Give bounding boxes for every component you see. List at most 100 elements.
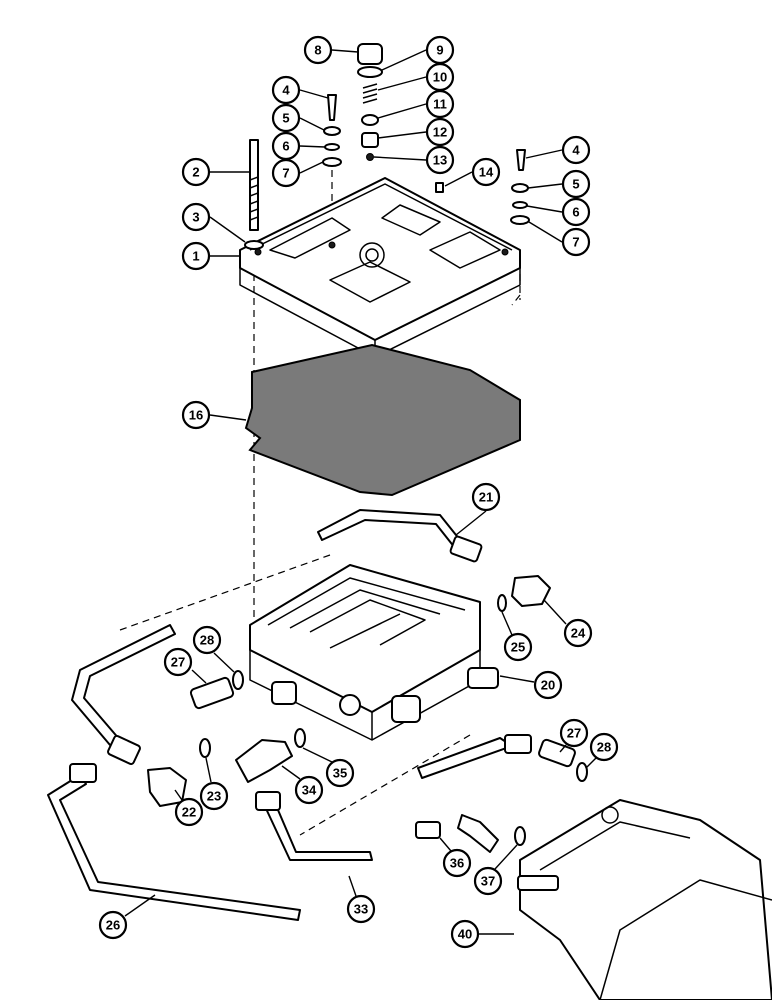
transmission-housing [517,799,772,1000]
callout-number: 9 [436,43,443,58]
callout-circle [471,482,501,512]
callout-number: 20 [541,678,555,693]
callout-number: 33 [354,902,368,917]
leader-line [528,221,563,243]
callout-24: 24 [543,599,593,648]
callout-40: 40 [450,919,514,949]
callout-number: 3 [192,210,199,225]
callout-circle [561,197,591,227]
callout-circle [450,919,480,949]
callout-number: 26 [106,918,120,933]
callout-number: 27 [171,655,185,670]
left-bolt-stack [244,94,342,250]
leader-line [299,161,324,174]
callout-number: 8 [314,43,321,58]
callout-4: 4 [525,135,591,165]
fitting-36 [415,821,441,839]
leader-line [501,611,513,636]
callout-number: 11 [433,97,447,112]
leader-line [205,757,212,783]
callout-number: 35 [333,766,347,781]
callout-3: 3 [181,202,246,243]
callout-number: 21 [479,490,493,505]
callout-10: 10 [377,62,455,92]
callout-number: 25 [511,640,525,655]
callout-circle [192,625,222,655]
callout-circle [589,732,619,762]
leader-line [377,131,427,139]
leader-line [525,149,563,159]
leader-line [381,49,427,71]
callout-number: 5 [572,177,579,192]
leader-line [455,510,487,536]
callout-6: 6 [526,197,591,227]
tube-upper-left [71,624,176,746]
callout-circle [325,758,355,788]
callout-circle [174,797,204,827]
callout-35: 35 [302,747,355,788]
leader-line [377,103,427,119]
callout-11: 11 [377,89,455,119]
leader-line [124,894,156,917]
callout-circle [425,145,455,175]
tube-right-lower [417,737,513,779]
callout-6: 6 [271,131,326,161]
callout-number: 28 [597,740,611,755]
callout-circle [503,632,533,662]
leader-line [559,744,567,753]
callout-number: 7 [572,235,579,250]
callout-7: 7 [528,221,591,257]
leader-line [209,216,246,243]
leader-line [302,747,333,763]
leader-line [527,183,563,189]
cover-plate [239,177,521,358]
leader-line [209,414,247,421]
callout-circle [181,241,211,271]
leader-line [377,76,427,91]
callout-circle [271,75,301,105]
callout-33: 33 [346,875,376,924]
callout-number: 6 [282,139,289,154]
leader-line [494,844,518,870]
callout-27: 27 [559,718,589,753]
elbow-22 [147,767,187,807]
callout-number: 4 [572,143,580,158]
callout-8: 8 [303,35,359,65]
leader-line [174,789,183,801]
tube-21 [317,509,461,549]
leader-line [299,117,325,131]
callout-circle [442,848,472,878]
leader-line [444,171,473,187]
callout-number: 6 [572,205,579,220]
callout-13: 13 [373,145,455,175]
callout-36: 36 [439,837,472,878]
leader-line [526,205,563,213]
callout-number: 16 [189,408,203,423]
callout-number: 5 [282,111,289,126]
fitting-27-right [538,738,576,768]
callout-7: 7 [271,158,324,188]
callout-circle [425,89,455,119]
elbow-24 [511,575,551,607]
callout-circle [163,647,193,677]
callout-21: 21 [455,482,501,536]
callout-circle [425,117,455,147]
callout-circle [98,910,128,940]
leader-line [439,837,452,852]
leader-line [543,599,567,625]
callout-circle [181,400,211,430]
callout-25: 25 [501,611,533,662]
leader-line [331,49,359,53]
callout-number: 36 [450,856,464,871]
callout-number: 13 [433,153,447,168]
callout-number: 1 [192,249,199,264]
callout-9: 9 [381,35,455,71]
leader-line [299,89,329,99]
tube-26 [47,774,301,921]
callout-2: 2 [181,157,250,187]
callout-number: 28 [200,633,214,648]
callout-circle [271,158,301,188]
callout-circle [181,157,211,187]
leader-line [373,156,427,161]
